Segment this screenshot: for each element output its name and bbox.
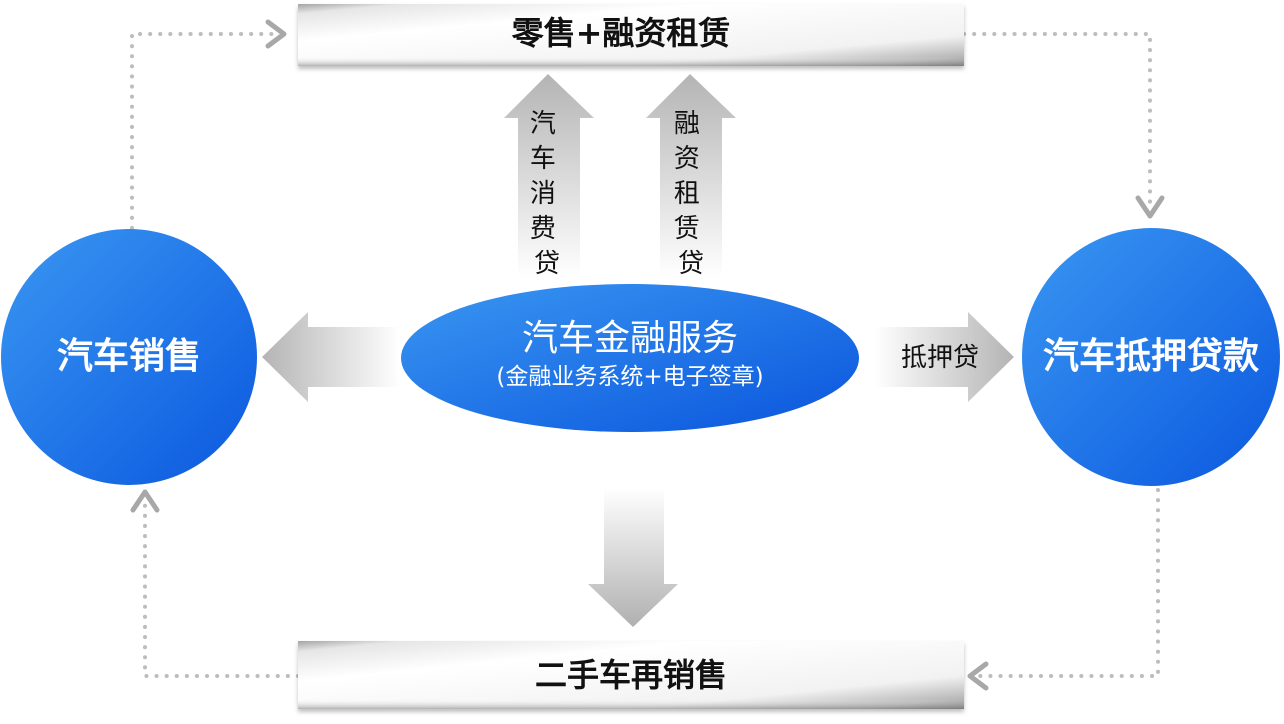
- top-bar-label: 零售+融资租赁: [512, 14, 731, 52]
- chevron-down-icon: [1135, 195, 1165, 219]
- connector-left-to-top: [130, 32, 282, 230]
- center-node-title: 汽车金融服务: [522, 318, 738, 359]
- chevron-right-icon: [265, 19, 287, 49]
- leasing-loan-char: 资: [674, 144, 700, 174]
- consumer-loan-char: 车: [530, 144, 556, 174]
- leasing-loan-char: 赁: [674, 214, 700, 244]
- up-arrow-consumer-loan-label: 汽 车 消 费 贷: [530, 109, 564, 279]
- leasing-loan-char: 融: [674, 109, 700, 139]
- leasing-loan-char: 租: [674, 179, 700, 209]
- up-arrow-consumer-loan: [504, 74, 594, 278]
- dotted-connectors: [130, 32, 1160, 678]
- right-arrow-mortgage-loan: [874, 312, 1014, 402]
- auto-sales-label: 汽车销售: [57, 336, 201, 377]
- up-arrow-leasing-loan: [646, 74, 736, 278]
- auto-mortgage-node: [1022, 228, 1280, 486]
- right-arrow-label: 抵押贷: [901, 343, 979, 373]
- bottom-bar-label: 二手车再销售: [535, 656, 727, 694]
- connector-bottom-to-left: [143, 498, 300, 678]
- down-arrow-resale: [588, 488, 678, 627]
- consumer-loan-char: 贷: [534, 249, 560, 279]
- chevron-left-icon: [967, 661, 989, 691]
- bottom-bar: [298, 641, 964, 709]
- left-arrow: [262, 312, 400, 402]
- top-bar: [298, 4, 964, 66]
- connector-arrowheads: [130, 19, 1165, 691]
- center-node-subtitle: (金融业务系统+电子签章): [496, 364, 763, 390]
- auto-sales-node: [1, 229, 257, 485]
- up-arrow-leasing-loan-label: 融 资 租 赁 贷: [674, 109, 708, 279]
- auto-finance-services-node: [401, 284, 859, 432]
- connector-right-to-bottom: [976, 488, 1160, 678]
- consumer-loan-char: 消: [530, 179, 556, 209]
- connector-top-to-right: [962, 32, 1152, 207]
- leasing-loan-char: 贷: [678, 249, 704, 279]
- chevron-up-icon: [130, 489, 160, 513]
- consumer-loan-char: 费: [530, 214, 556, 244]
- consumer-loan-char: 汽: [530, 109, 556, 139]
- auto-mortgage-label: 汽车抵押贷款: [1043, 336, 1259, 377]
